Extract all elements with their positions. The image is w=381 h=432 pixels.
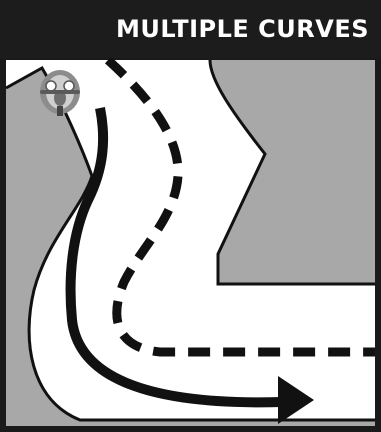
road-diagram [0,58,381,432]
header-bar: MULTIPLE CURVES [0,0,381,58]
figure-title: MULTIPLE CURVES [116,15,369,43]
